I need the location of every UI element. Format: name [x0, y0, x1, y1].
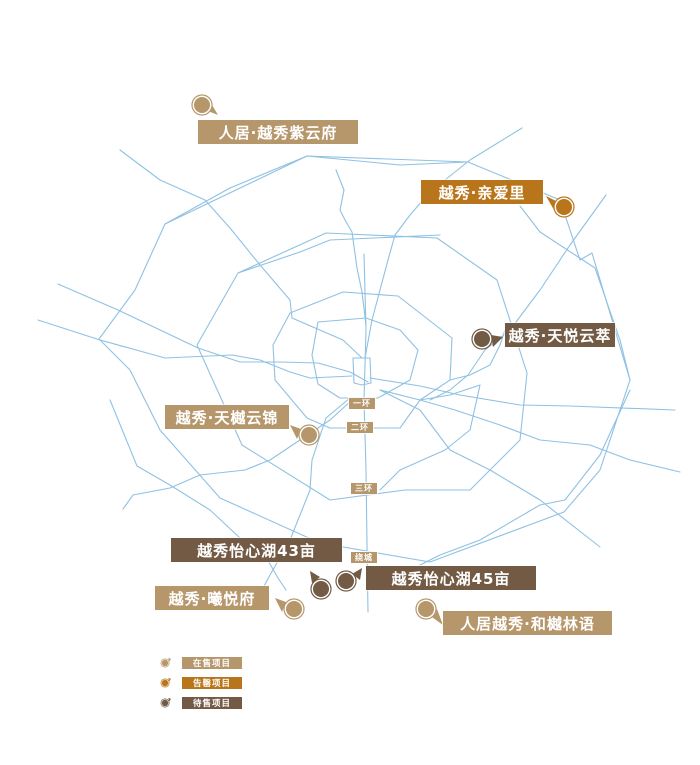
road-northeast: [364, 127, 523, 359]
road-west-2: [37, 319, 353, 379]
ring-label-first: 一环: [349, 398, 375, 409]
ring-label-ringcity: 绕城: [351, 552, 377, 563]
road-top: [164, 155, 469, 225]
legend-label-upcoming: 待售项目: [182, 696, 242, 709]
project-label-tianxuyunjin[interactable]: 越秀·天樾云锦: [165, 405, 289, 429]
road-s-branch: [261, 397, 351, 591]
road-tianyue-curve: [449, 329, 506, 381]
road-east-2: [379, 389, 681, 473]
road-southeast-2: [379, 384, 481, 491]
pin-icon-xiyuefu[interactable]: [274, 594, 308, 624]
project-label-tianyueyuncui[interactable]: 越秀·天悦云萃: [505, 323, 615, 347]
project-label-qinaili[interactable]: 越秀·亲爱里: [421, 180, 543, 204]
legend: 在售项目 告罄项目 待售项目: [160, 655, 242, 715]
pin-icon-tianyueyuncui[interactable]: [469, 325, 505, 353]
legend-label-sold-out: 告罄项目: [182, 676, 242, 689]
road-east-1: [369, 377, 676, 411]
road-north: [335, 169, 367, 326]
legend-item-sold-out: 告罄项目: [160, 675, 242, 690]
pin-icon-tianxuyunjin[interactable]: [289, 419, 323, 449]
pin-icon-yixinhu45[interactable]: [332, 566, 364, 596]
legend-item-on-sale: 在售项目: [160, 655, 242, 670]
road-nw-diagonal: [119, 149, 363, 359]
project-label-hexulinyu[interactable]: 人居越秀·和樾林语: [443, 611, 612, 635]
second-ring-road: [272, 291, 453, 429]
road-northeast-2: [429, 194, 607, 401]
road-top-2: [237, 234, 441, 274]
legend-item-upcoming: 待售项目: [160, 695, 242, 710]
road-southwest-curve: [122, 399, 353, 510]
ring-label-third: 三环: [351, 483, 377, 494]
road-southeast-3: [419, 389, 631, 566]
third-ring-road: [196, 232, 528, 501]
center-block: [352, 357, 372, 386]
road-southeast-1: [379, 389, 601, 548]
project-label-ziyunfu[interactable]: 人居·越秀紫云府: [198, 120, 358, 144]
ring-label-second: 二环: [347, 422, 373, 433]
first-ring-road: [311, 317, 419, 399]
road-ne-loop: [519, 205, 631, 381]
pin-icon: [160, 697, 171, 708]
project-label-yixinhu45[interactable]: 越秀怡心湖45亩: [366, 566, 536, 590]
pin-icon: [160, 677, 171, 688]
project-label-yixinhu43[interactable]: 越秀怡心湖43亩: [171, 538, 342, 562]
pin-icon-qinaili[interactable]: [544, 190, 578, 220]
pin-icon: [160, 657, 171, 668]
pin-icon-hexulinyu[interactable]: [413, 597, 449, 631]
project-label-xiyuefu[interactable]: 越秀·曦悦府: [155, 586, 269, 610]
pin-icon-ziyunfu[interactable]: [190, 93, 224, 123]
legend-label-on-sale: 在售项目: [182, 656, 242, 669]
pin-icon-yixinhu43[interactable]: [306, 569, 336, 605]
road-west-1: [57, 283, 369, 383]
